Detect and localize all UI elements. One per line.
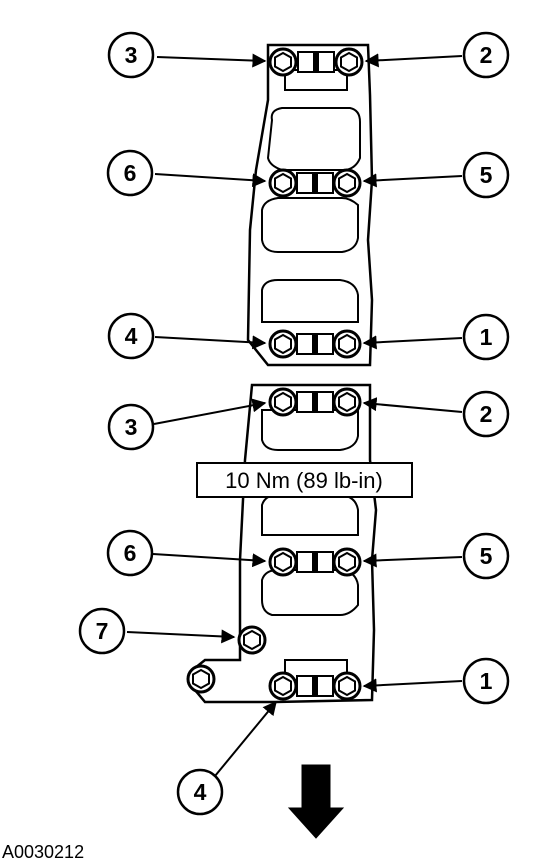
svg-text:6: 6 [124, 540, 137, 566]
lower-bolt-pair-top [268, 387, 362, 417]
callout-lower-2: 2 [462, 390, 510, 438]
callout-lower-5: 5 [462, 532, 510, 580]
callout-upper-2: 2 [462, 31, 510, 79]
torque-spec-label: 10 Nm (89 lb-in) [225, 468, 383, 493]
svg-text:5: 5 [480, 162, 493, 188]
callout-lower-6: 6 [106, 529, 154, 577]
arrow-down-icon [287, 764, 345, 839]
callout-upper-3: 3 [107, 31, 155, 79]
lower-bolt-pair-bottom [268, 671, 362, 701]
upper-bolt-pair-middle [268, 168, 362, 198]
bolt-7 [237, 625, 267, 655]
svg-text:6: 6 [124, 160, 137, 186]
callout-lower-7: 7 [78, 607, 126, 655]
callout-upper-6: 6 [106, 149, 154, 197]
bolt-left-stud [186, 664, 216, 694]
figure-id-label: A0030212 [2, 842, 85, 862]
svg-text:1: 1 [480, 324, 493, 350]
callout-upper-5: 5 [462, 151, 510, 199]
callout-upper-1: 1 [462, 313, 510, 361]
callout-lower-4: 4 [176, 768, 224, 816]
torque-spec-box: 10 Nm (89 lb-in) [196, 462, 413, 498]
callout-lower-3: 3 [107, 403, 155, 451]
svg-text:7: 7 [96, 618, 109, 644]
callout-upper-4: 4 [107, 312, 155, 360]
callout-lower-1: 1 [462, 657, 510, 705]
lower-bracket [193, 383, 378, 704]
svg-text:3: 3 [125, 42, 138, 68]
upper-bracket [246, 43, 374, 367]
svg-text:5: 5 [480, 543, 493, 569]
svg-text:1: 1 [480, 668, 493, 694]
svg-text:4: 4 [125, 323, 138, 349]
lower-bolt-pair-middle [268, 547, 362, 577]
svg-text:3: 3 [125, 414, 138, 440]
upper-bolt-pair-top [268, 47, 364, 77]
upper-bolt-pair-bottom [268, 329, 362, 359]
svg-text:4: 4 [194, 779, 207, 805]
svg-text:2: 2 [480, 401, 493, 427]
svg-text:2: 2 [480, 42, 493, 68]
